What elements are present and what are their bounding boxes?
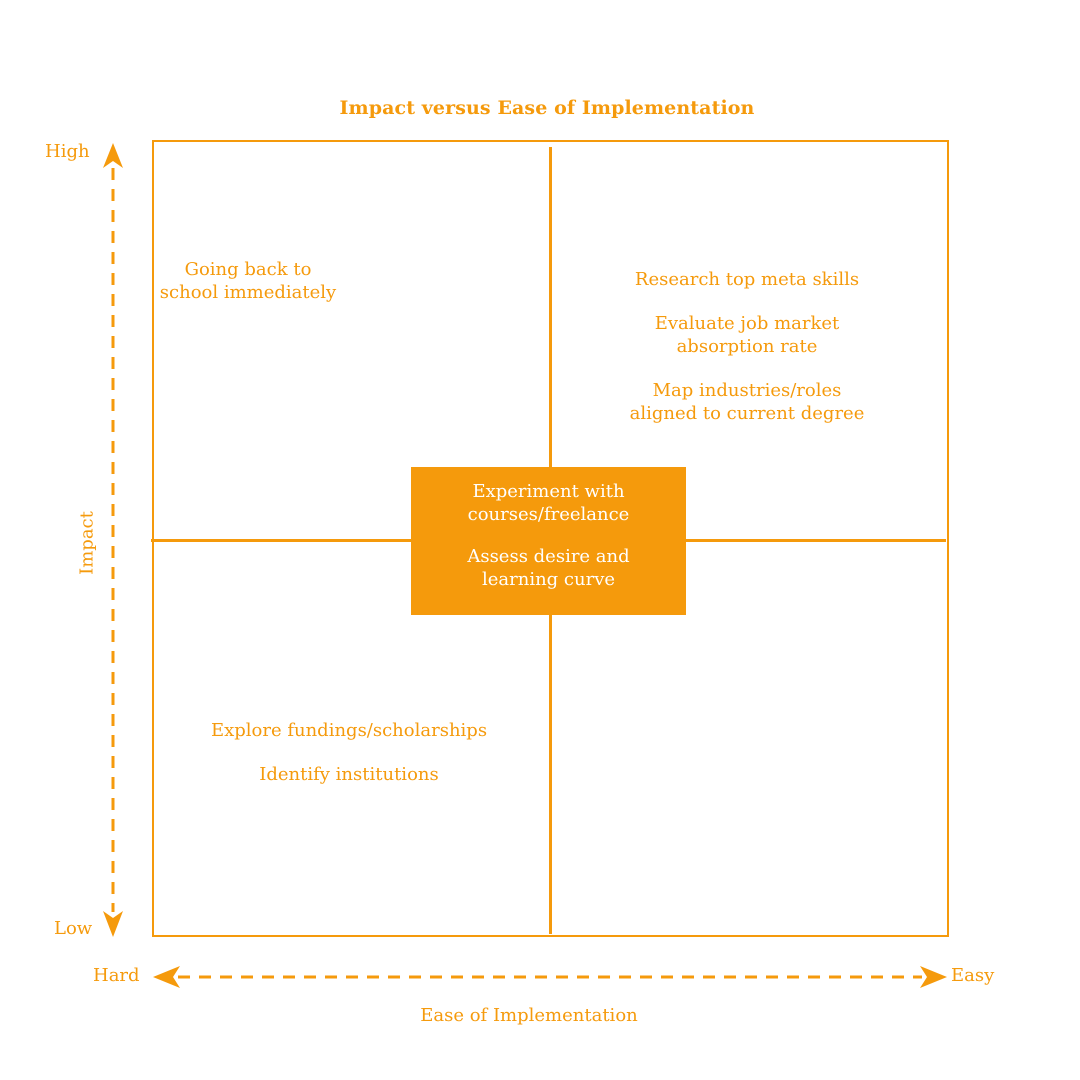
chart-title: Impact versus Ease of Implementation: [339, 97, 755, 119]
x-axis-left-arrow-icon: [153, 966, 180, 988]
y-axis-high-label: High: [45, 141, 90, 162]
quadrant-item: Identify institutions: [259, 764, 439, 785]
quadrant-top-right: Research top meta skills Evaluate job ma…: [548, 268, 946, 425]
x-axis-hard-label: Hard: [93, 965, 140, 986]
quadrant-bottom-left: Explore fundings/scholarships Identify i…: [150, 719, 548, 786]
x-axis-right-arrow-icon: [920, 966, 947, 988]
quadrant-item: Research top meta skills: [634, 269, 860, 290]
y-axis-up-arrow-icon: [103, 143, 123, 168]
y-axis-down-arrow-icon: [103, 911, 123, 937]
quadrant-item: Explore fundings/scholarships: [210, 720, 488, 741]
y-axis-title: Impact: [76, 511, 98, 575]
y-axis-low-label: Low: [54, 918, 93, 939]
x-axis-title: Ease of Implementation: [420, 1005, 638, 1026]
x-axis-easy-label: Easy: [951, 965, 995, 986]
